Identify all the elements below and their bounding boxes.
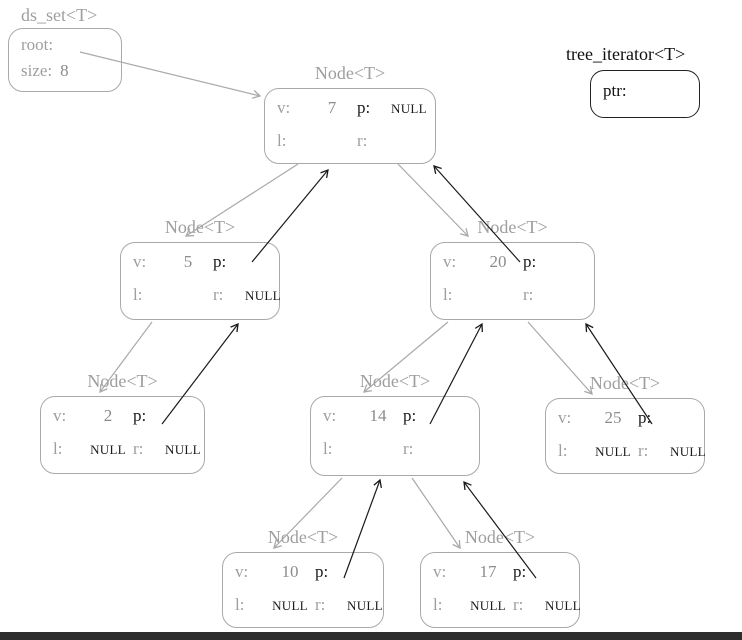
- l-label: l:: [277, 131, 287, 150]
- v-value: 10: [281, 562, 299, 581]
- r-label: r:: [357, 131, 368, 150]
- v-value: 17: [479, 562, 497, 581]
- l-label: l:: [323, 439, 333, 458]
- size-label: size:: [21, 61, 53, 80]
- l-label: l:: [433, 595, 443, 614]
- p-label: p:: [523, 252, 537, 271]
- v-value: 5: [183, 252, 193, 271]
- window-bottom-edge: [0, 632, 742, 640]
- v-value: 20: [489, 252, 507, 271]
- r-value: NULL: [347, 598, 383, 613]
- v-label: v:: [235, 562, 249, 581]
- p-label: p:: [133, 406, 147, 425]
- r-value: NULL: [165, 442, 201, 457]
- r-label: r:: [523, 285, 534, 304]
- l-value: NULL: [470, 598, 506, 613]
- r-value: NULL: [545, 598, 581, 613]
- l-label: l:: [443, 285, 453, 304]
- root-label: root:: [21, 35, 54, 54]
- p-label: p:: [213, 252, 227, 271]
- node-5-box: Node<T> v: 5 p: l: r: NULL: [120, 217, 281, 320]
- ds-set-box: ds_set<T> root: size: 8: [8, 5, 122, 92]
- l-label: l:: [558, 441, 568, 460]
- node-title: Node<T>: [87, 371, 158, 391]
- p-label: p:: [315, 562, 329, 581]
- node-20-box: Node<T> v: 20 p: l: r:: [430, 217, 595, 320]
- node-2-box: Node<T> v: 2 p: l: NULL r: NULL: [40, 371, 205, 474]
- ptr-label: ptr:: [603, 81, 627, 100]
- l-value: NULL: [272, 598, 308, 613]
- node-title: Node<T>: [589, 373, 661, 393]
- node-title: Node<T>: [464, 527, 536, 547]
- node-title: Node<T>: [359, 371, 431, 391]
- node-7-box: Node<T> v: 7 p: NULL l: r:: [264, 63, 436, 164]
- node-14-box: Node<T> v: 14 p: l: r:: [310, 371, 480, 476]
- p-value: NULL: [391, 101, 427, 116]
- v-label: v:: [433, 562, 447, 581]
- node-17-box: Node<T> v: 17 p: l: NULL r: NULL: [420, 527, 581, 628]
- r-label: r:: [513, 595, 524, 614]
- v-label: v:: [277, 98, 291, 117]
- l-value: NULL: [595, 444, 631, 459]
- r-label: r:: [638, 441, 649, 460]
- p-label: p:: [357, 98, 371, 117]
- v-value: 14: [369, 406, 387, 425]
- size-value: 8: [60, 61, 69, 80]
- tree-iterator-box: ptr:: [590, 70, 700, 118]
- v-label: v:: [558, 408, 572, 427]
- node-title: Node<T>: [477, 217, 548, 237]
- tree-iterator-title: tree_iterator<T>: [566, 44, 686, 64]
- p-label: p:: [513, 562, 527, 581]
- node-10-box: Node<T> v: 10 p: l: NULL r: NULL: [222, 527, 384, 628]
- l-label: l:: [235, 595, 245, 614]
- p-label: p:: [403, 406, 417, 425]
- v-value: 7: [327, 98, 337, 117]
- v-label: v:: [443, 252, 457, 271]
- r-label: r:: [315, 595, 326, 614]
- v-label: v:: [133, 252, 147, 271]
- v-label: v:: [53, 406, 67, 425]
- node-title: Node<T>: [314, 63, 386, 83]
- p-label: p:: [638, 408, 652, 427]
- r-label: r:: [213, 285, 224, 304]
- l-label: l:: [133, 285, 143, 304]
- v-value: 25: [604, 408, 622, 427]
- r-value: NULL: [245, 288, 281, 303]
- v-value: 2: [103, 406, 113, 425]
- l-value: NULL: [90, 442, 126, 457]
- r-label: r:: [133, 439, 144, 458]
- r-label: r:: [403, 439, 414, 458]
- r-value: NULL: [670, 444, 706, 459]
- v-label: v:: [323, 406, 337, 425]
- ds-set-title: ds_set<T>: [21, 5, 98, 25]
- l-label: l:: [53, 439, 63, 458]
- node-title: Node<T>: [164, 217, 236, 237]
- node-25-box: Node<T> v: 25 p: l: NULL r: NULL: [545, 373, 706, 474]
- node-title: Node<T>: [267, 527, 339, 547]
